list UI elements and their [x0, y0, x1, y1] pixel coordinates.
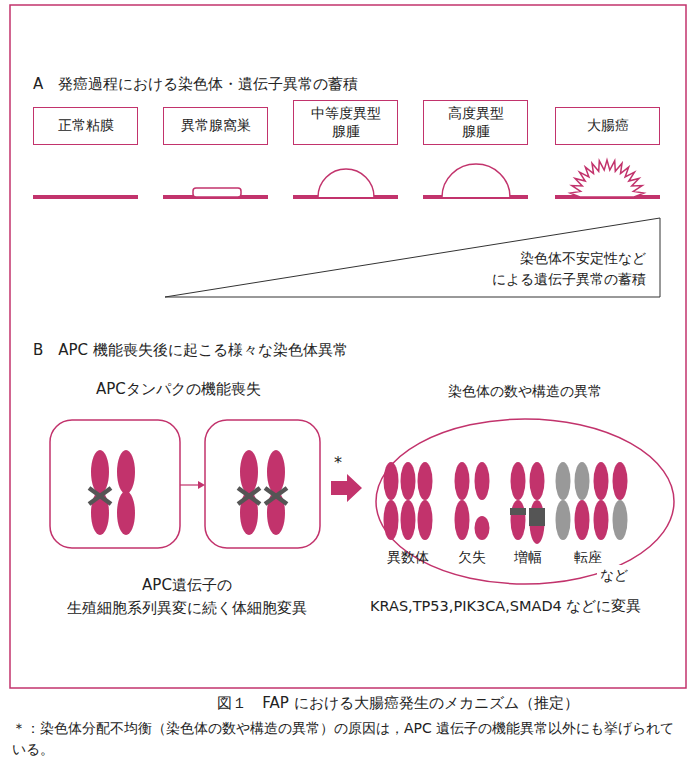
node-text: 増幅	[508, 547, 548, 568]
footnote: ＊：染色体分配不均衡（染色体の数や構造の異常）の原因は，APC 遺伝子の機能異常…	[12, 718, 684, 760]
figure-frame	[10, 5, 686, 688]
node-text: など	[597, 565, 631, 586]
section-heading: A 発癌過程における染色体・遺伝子異常の蓄積	[33, 73, 358, 96]
arrowhead	[198, 481, 205, 489]
adenoma-moderate	[318, 169, 374, 197]
section-heading: B APC 機能喪失後に起こる様々な染色体異常	[33, 339, 348, 362]
node-text: 異常腺窩巣	[181, 117, 251, 135]
stage-box: 高度異型 腺腫	[423, 100, 528, 145]
crypt-focus	[193, 188, 241, 197]
stage-box: 正常粘膜	[33, 107, 138, 145]
ellipse-shape	[376, 419, 674, 584]
stage-box: 大腸癌	[555, 107, 660, 145]
node-text: 高度異型 腺腫	[438, 105, 514, 140]
node-text: 中等度異型 腺腫	[308, 105, 384, 140]
block-arrow	[331, 474, 362, 502]
arrow	[180, 484, 198, 485]
mutation-note: KRAS,TP53,PIK3CA,SMAD4 などに変異	[370, 596, 641, 618]
cell-frame	[50, 420, 180, 548]
aneuploidy-chromosomes	[384, 462, 433, 540]
group-label: APC遺伝子の 生殖細胞系列異変に続く体細胞変異	[56, 574, 318, 619]
node-text: 染色体不安定性など による遺伝子異常の蓄積	[446, 248, 646, 290]
group-label: APCタンパクの機能喪失	[96, 378, 261, 401]
triangle-shape	[165, 218, 660, 297]
abnormality-ellipse: 染色体の数や構造の異常異数体欠失増幅転座など	[375, 418, 675, 585]
figure-caption: 図１ FAP における大腸癌発生のメカニズム（推定）	[0, 692, 696, 715]
stage-box: 異常腺窩巣	[163, 107, 268, 145]
deletion-chromosomes	[455, 462, 490, 540]
cell-frame	[205, 420, 320, 548]
cancer-shape	[570, 160, 644, 197]
stage-box: 中等度異型 腺腫	[293, 100, 398, 145]
node-text: 欠失	[452, 547, 492, 568]
chromosome	[91, 450, 285, 535]
amplification-chromosomes	[510, 462, 545, 544]
node-text: 大腸癌	[587, 117, 629, 135]
translocation-chromosomes	[556, 462, 628, 540]
accumulation-triangle: 染色体不安定性など による遺伝子異常の蓄積	[165, 218, 660, 297]
adenoma-severe	[442, 164, 510, 197]
mutation-mark	[89, 488, 287, 504]
node-text: 異数体	[383, 547, 433, 568]
node-text: 染色体の数や構造の異常	[430, 381, 620, 402]
node-text: 正常粘膜	[58, 117, 114, 135]
callout-mark: *	[334, 451, 342, 475]
